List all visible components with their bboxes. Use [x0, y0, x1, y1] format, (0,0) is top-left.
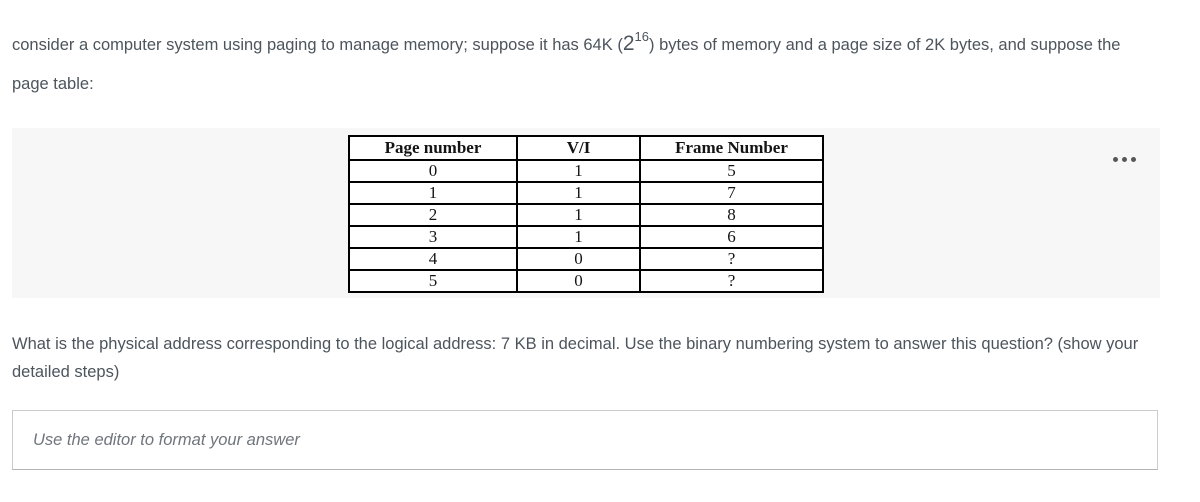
page-table-header-row: Page number V/I Frame Number: [349, 136, 823, 160]
page-table-cell: 5: [349, 270, 517, 292]
page-table-header-cell: Page number: [349, 136, 517, 160]
question-body: consider a computer system using paging …: [12, 26, 1160, 470]
page-table-cell: 0: [517, 270, 640, 292]
page-table-cell: 3: [349, 226, 517, 248]
page-table-cell: 1: [517, 182, 640, 204]
page-table-cell: 1: [349, 182, 517, 204]
page-table-cell: 7: [640, 182, 823, 204]
ellipsis-icon: [1122, 157, 1127, 162]
ellipsis-icon: [1113, 157, 1118, 162]
question-text-intro: consider a computer system using paging …: [12, 26, 1160, 104]
page-table-cell: 1: [517, 226, 640, 248]
page-table-header-cell: V/I: [517, 136, 640, 160]
editor-placeholder: Use the editor to format your answer: [33, 430, 300, 449]
power-base: 2: [622, 32, 635, 55]
power-exponent: 16: [634, 29, 649, 44]
page-table-cell: 0: [517, 248, 640, 270]
page-table-cell: 8: [640, 204, 823, 226]
page-table-cell: 2: [349, 204, 517, 226]
question-text-pre: consider a computer system using paging …: [12, 36, 623, 54]
page-table-cell: 4: [349, 248, 517, 270]
answer-editor[interactable]: Use the editor to format your answer: [12, 410, 1158, 470]
more-options-button[interactable]: [1111, 155, 1138, 164]
question-text-main: What is the physical address correspondi…: [12, 335, 1139, 381]
page-table-cell: 0: [349, 160, 517, 182]
ellipsis-icon: [1131, 157, 1136, 162]
page-table-header-cell: Frame Number: [640, 136, 823, 160]
question-text-post: ) bytes of memory and a page size of 2K …: [12, 36, 1121, 93]
page-table-cell: 1: [517, 160, 640, 182]
page-table-cell: ?: [640, 248, 823, 270]
page-table-cell: 1: [517, 204, 640, 226]
page-table-cell: ?: [640, 270, 823, 292]
page-table-cell: 6: [640, 226, 823, 248]
page-table-cell: 5: [640, 160, 823, 182]
